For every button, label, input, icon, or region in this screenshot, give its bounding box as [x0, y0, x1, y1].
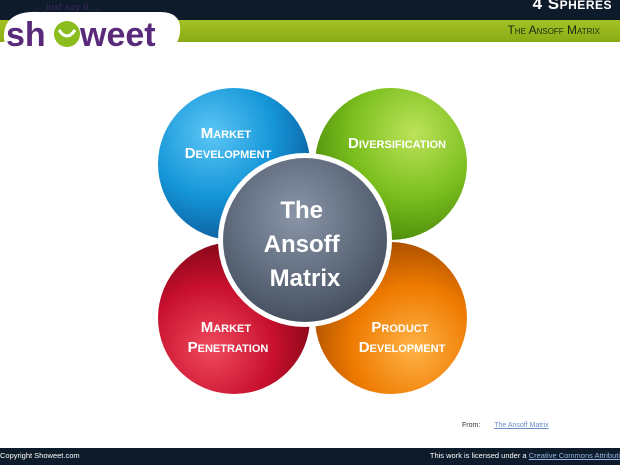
- diversification-label: Diversification: [348, 135, 446, 152]
- slide-title: 4 Spheres: [532, 0, 612, 13]
- center-line2: Ansoff: [264, 231, 341, 258]
- svg-text:... just say it ...: ... just say it ...: [34, 3, 101, 13]
- license-prefix: This work is licensed under a: [429, 451, 527, 460]
- copyright-text: Copyright Showeet.com: [0, 451, 80, 460]
- center-line3: Matrix: [270, 265, 341, 292]
- license-link[interactable]: Creative Commons Attributi: [528, 451, 620, 460]
- market-development-line1: Market: [201, 125, 252, 142]
- source-link[interactable]: The Ansoff Matrix: [494, 422, 549, 429]
- svg-text:Market Development: Market Development: [185, 125, 272, 162]
- product-development-line2: Development: [359, 339, 446, 356]
- svg-text:Diversification: Diversification: [348, 135, 446, 152]
- source-label: From:: [462, 422, 481, 429]
- product-development-line1: Product: [371, 319, 428, 336]
- source-note: From: The Ansoff Matrix: [462, 422, 549, 429]
- showeet-logo: ... just say it ... sh weet: [3, 3, 181, 54]
- slide-subtitle: The Ansoff Matrix: [507, 23, 600, 37]
- license-text: This work is licensed under a Creative C…: [430, 451, 620, 460]
- ansoff-diagram: Market Development Diversification Marke…: [158, 88, 467, 394]
- center-line1: The: [280, 197, 323, 224]
- center-sphere: The Ansoff Matrix: [218, 153, 392, 327]
- svg-text:Product Development: Product Development: [359, 319, 446, 356]
- svg-text:The Ansoff Matrix: The Ansoff Matrix: [264, 197, 347, 292]
- market-penetration-line2: Penetration: [188, 339, 269, 356]
- footer-bar: Copyright Showeet.com This work is licen…: [0, 448, 620, 465]
- market-penetration-line1: Market: [201, 319, 252, 336]
- market-development-line2: Development: [185, 145, 272, 162]
- svg-text:Market Penetration: Market Penetration: [188, 319, 269, 356]
- svg-text:sh: sh: [6, 16, 46, 54]
- svg-text:weet: weet: [79, 16, 156, 54]
